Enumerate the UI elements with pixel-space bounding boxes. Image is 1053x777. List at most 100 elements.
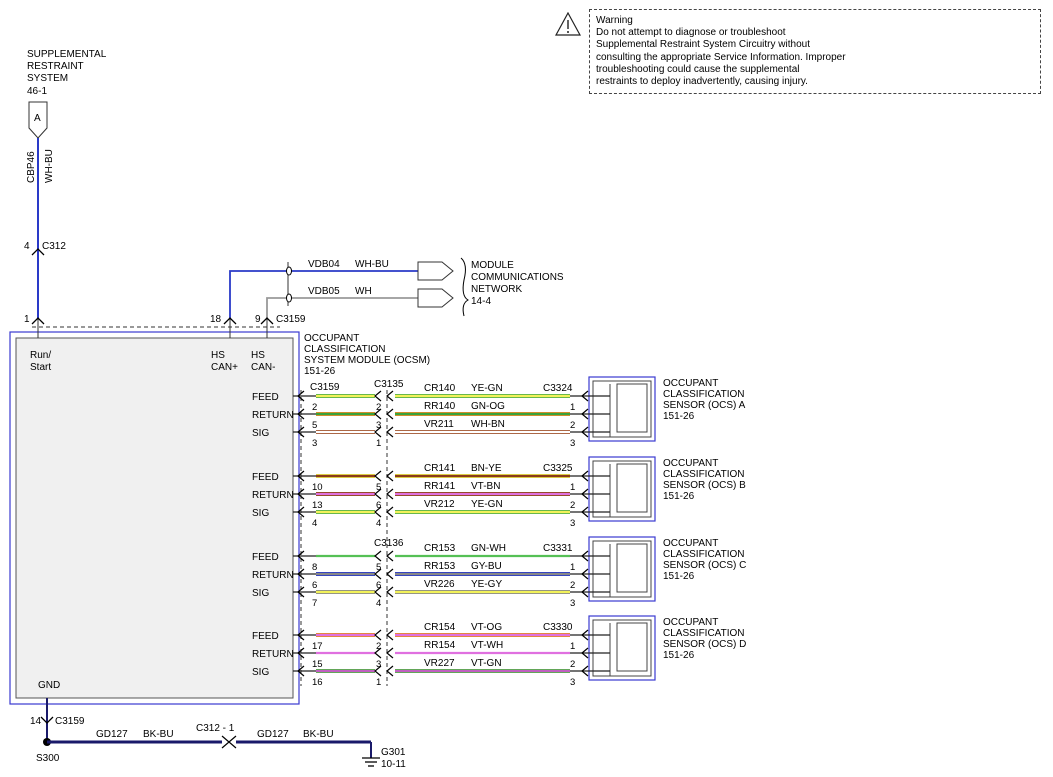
- twist-node: [286, 266, 292, 276]
- module-pin-number: 17: [312, 641, 323, 652]
- warning-text: Warning Do not attempt to diagnose or tr…: [596, 15, 1016, 88]
- module-pin-number: 16: [312, 677, 323, 688]
- wire-function-label: RETURN: [252, 649, 294, 660]
- module-ref: 151-26: [304, 366, 336, 377]
- wire-function-label: RETURN: [252, 490, 294, 501]
- circuit-label: VR211: [424, 419, 454, 430]
- wire-function-label: FEED: [252, 552, 279, 563]
- wire-color-label: VT-GN: [471, 658, 502, 669]
- srs-color: WH-BU: [44, 149, 55, 183]
- pin-arrow: [297, 488, 305, 500]
- warning-line: consulting the appropriate Service Infor…: [596, 51, 846, 63]
- pin-arrow: [581, 470, 589, 482]
- pin-arrow: [581, 568, 589, 580]
- gnd-circuit-1: GD127: [96, 729, 128, 740]
- pin-arrow: [297, 629, 305, 641]
- sensor-pin-number: 2: [570, 580, 575, 591]
- twist-node: [286, 293, 292, 303]
- module-pin-number: 15: [312, 659, 323, 670]
- wire-color-label: GN-WH: [471, 543, 506, 554]
- module-outer-border: [9, 331, 300, 705]
- can-plus-label: HS: [211, 350, 225, 361]
- srs-pin: 4: [24, 241, 30, 252]
- circuit-label: RR153: [424, 561, 456, 572]
- srs-ref: 46-1: [27, 86, 47, 97]
- module-name-line: CLASSIFICATION: [304, 344, 386, 355]
- sensor-connector: C3324: [543, 383, 573, 394]
- pin-arrow: [297, 550, 305, 562]
- sensor-element: [616, 543, 648, 593]
- inline-pin-number: 1: [376, 438, 381, 449]
- srs-name-line: RESTRAINT: [27, 61, 84, 72]
- sensor-pin-number: 1: [570, 482, 575, 493]
- pin-arrow: [297, 665, 305, 677]
- sensor-border: [588, 376, 656, 442]
- sensor-pin-number: 3: [570, 598, 575, 609]
- pin-arrow: [223, 317, 237, 325]
- srs-connector: C312: [42, 241, 66, 252]
- pin-arrow: [581, 629, 589, 641]
- run-start-label: Run/: [30, 350, 51, 361]
- sensor-pin-number: 3: [570, 677, 575, 688]
- pin-arrow: [297, 408, 305, 420]
- warning-line: Supplemental Restraint System Circuitry …: [596, 39, 810, 51]
- network-bracket: [460, 257, 470, 317]
- sensor-connector: C3325: [543, 463, 573, 474]
- inline-pin-number: 3: [376, 420, 381, 431]
- sensor-name-line: SENSOR (OCS) D: [663, 639, 746, 650]
- wire-function-label: FEED: [252, 392, 279, 403]
- pin-arrow: [297, 647, 305, 659]
- network-name-line: COMMUNICATIONS: [471, 272, 564, 283]
- circuit-label: RR141: [424, 481, 456, 492]
- splice-label: S300: [36, 753, 60, 764]
- warning-line: restraints to deploy inadvertently, caus…: [596, 76, 808, 88]
- srs-name-line: SYSTEM: [27, 73, 68, 84]
- pin-arrow: [581, 506, 589, 518]
- vdb04-color: WH-BU: [355, 259, 389, 270]
- inline-pin-number: 6: [376, 580, 381, 591]
- sensor-pin-number: 2: [570, 500, 575, 511]
- sensor-ref: 151-26: [663, 491, 695, 502]
- pin-arrow: [297, 390, 305, 402]
- network-ref: 14-4: [471, 296, 491, 307]
- inline-pin-number: 6: [376, 500, 381, 511]
- ground-pin: 14: [30, 716, 42, 727]
- module-name-line: SYSTEM MODULE (OCSM): [304, 355, 430, 366]
- pin-arrow: [260, 317, 274, 325]
- inline-pin-number: 5: [376, 482, 381, 493]
- sensor-element: [616, 463, 648, 513]
- wire-color-label: YE-GY: [471, 579, 502, 590]
- sensor-border: [588, 615, 656, 681]
- wire-color-label: GY-BU: [471, 561, 502, 572]
- circuit-label: RR140: [424, 401, 456, 412]
- module-pin: 1: [24, 314, 30, 325]
- wire-function-label: SIG: [252, 428, 269, 439]
- sensor-pin-number: 3: [570, 518, 575, 529]
- ground-connector: C3159: [55, 716, 85, 727]
- circuit-label: RR154: [424, 640, 456, 651]
- pin-arrow: [297, 506, 305, 518]
- sensor-name-line: OCCUPANT: [663, 378, 718, 389]
- module-pin-number: 8: [312, 562, 317, 573]
- module-section: 1 18 9 C3159 Run/ Start HS CAN+ HS CAN- …: [9, 314, 430, 705]
- sensor-pin-number: 1: [570, 641, 575, 652]
- inline-connector-symbol: [374, 586, 394, 598]
- inline-connector-symbol: [374, 426, 394, 438]
- sensor-connector: C3331: [543, 543, 573, 554]
- can-minus-label: CAN-: [251, 362, 275, 373]
- network-section: VDB04 WH-BU VDB05 WH MODULE COMMUNICATIO…: [229, 257, 564, 318]
- srs-connector-letter: A: [34, 113, 41, 124]
- pin-arrow: [581, 550, 589, 562]
- warning-line: Do not attempt to diagnose or troublesho…: [596, 27, 786, 39]
- warning-line: troubleshooting could cause the suppleme…: [596, 63, 800, 75]
- sensor-name-line: CLASSIFICATION: [663, 549, 745, 560]
- inline-pin-number: 2: [376, 402, 381, 413]
- inline-pin-number: 2: [376, 641, 381, 652]
- inline-connector-symbol: [374, 506, 394, 518]
- wire-color-label: GN-OG: [471, 401, 505, 412]
- pin-arrow: [297, 426, 305, 438]
- pin-arrow: [581, 426, 589, 438]
- network-name-line: MODULE: [471, 260, 514, 271]
- ground-section: 14 C3159 S300 GD127 BK-BU C312 - 1 GD127…: [30, 698, 406, 770]
